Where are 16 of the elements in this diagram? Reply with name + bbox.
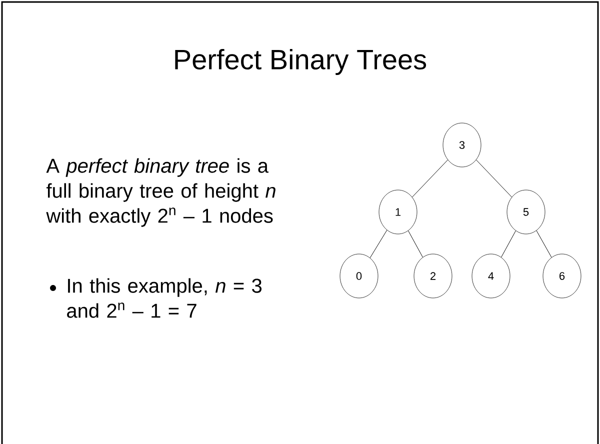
title: Perfect Binary Trees [175, 48, 426, 76]
tree-node: 5 [506, 190, 546, 234]
paragraph: A perfect binary tree is a full binary tree of height n with exactly 2$^{n}$ – 1 nodes [46, 158, 276, 227]
tree-node: 4 [472, 254, 510, 298]
tree-node: 2 [414, 254, 452, 298]
tree-node: 6 [542, 254, 582, 298]
paragraph: In this example, n = 3 and 2$^{n}$ – 1 = 7 [67, 278, 262, 318]
tree-node: 0 [340, 254, 378, 298]
edge [412, 160, 448, 198]
tree-node: 1 [378, 190, 418, 234]
edge [408, 230, 423, 258]
tree-node: 3 [442, 122, 482, 168]
edge [370, 230, 388, 258]
edge [501, 230, 516, 258]
edge [476, 160, 512, 198]
edge [536, 230, 552, 258]
